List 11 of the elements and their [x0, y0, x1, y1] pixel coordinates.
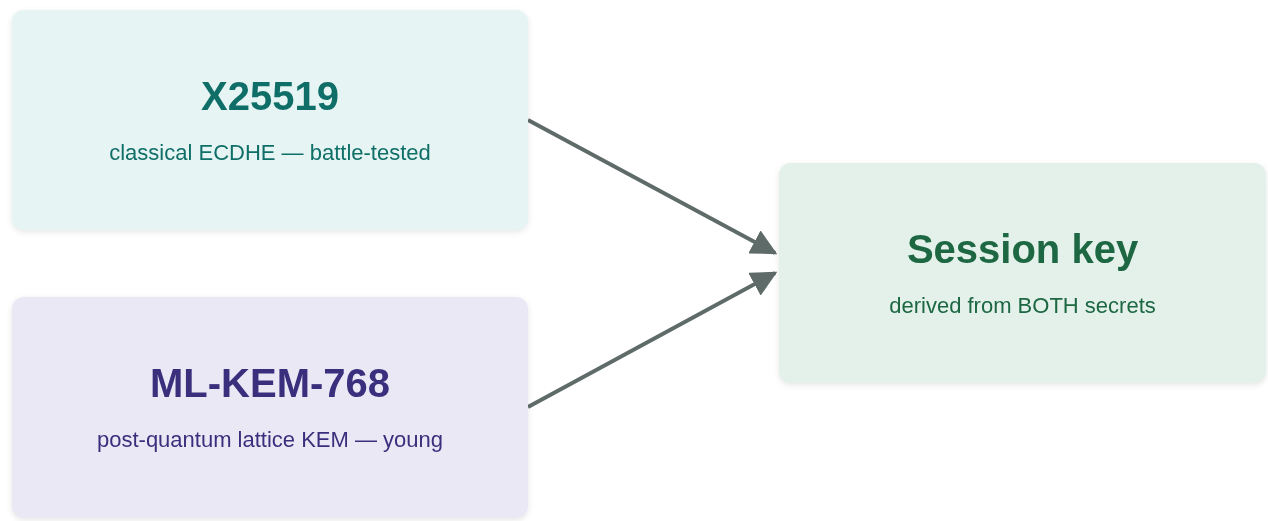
process-box [12, 297, 528, 518]
process-box [779, 163, 1266, 383]
box-subtitle: post-quantum lattice KEM — young [96, 427, 444, 454]
process-box [12, 10, 528, 230]
box-subtitle: derived from BOTH secrets [889, 292, 1156, 320]
box-title: X25519 [201, 73, 339, 118]
box-title: Session key [906, 226, 1139, 271]
arrow [527, 118, 778, 255]
arrow [527, 271, 778, 409]
box-title: ML-KEM-768 [150, 361, 390, 406]
box-subtitle: classical ECDHE — battle-tested [109, 139, 431, 167]
